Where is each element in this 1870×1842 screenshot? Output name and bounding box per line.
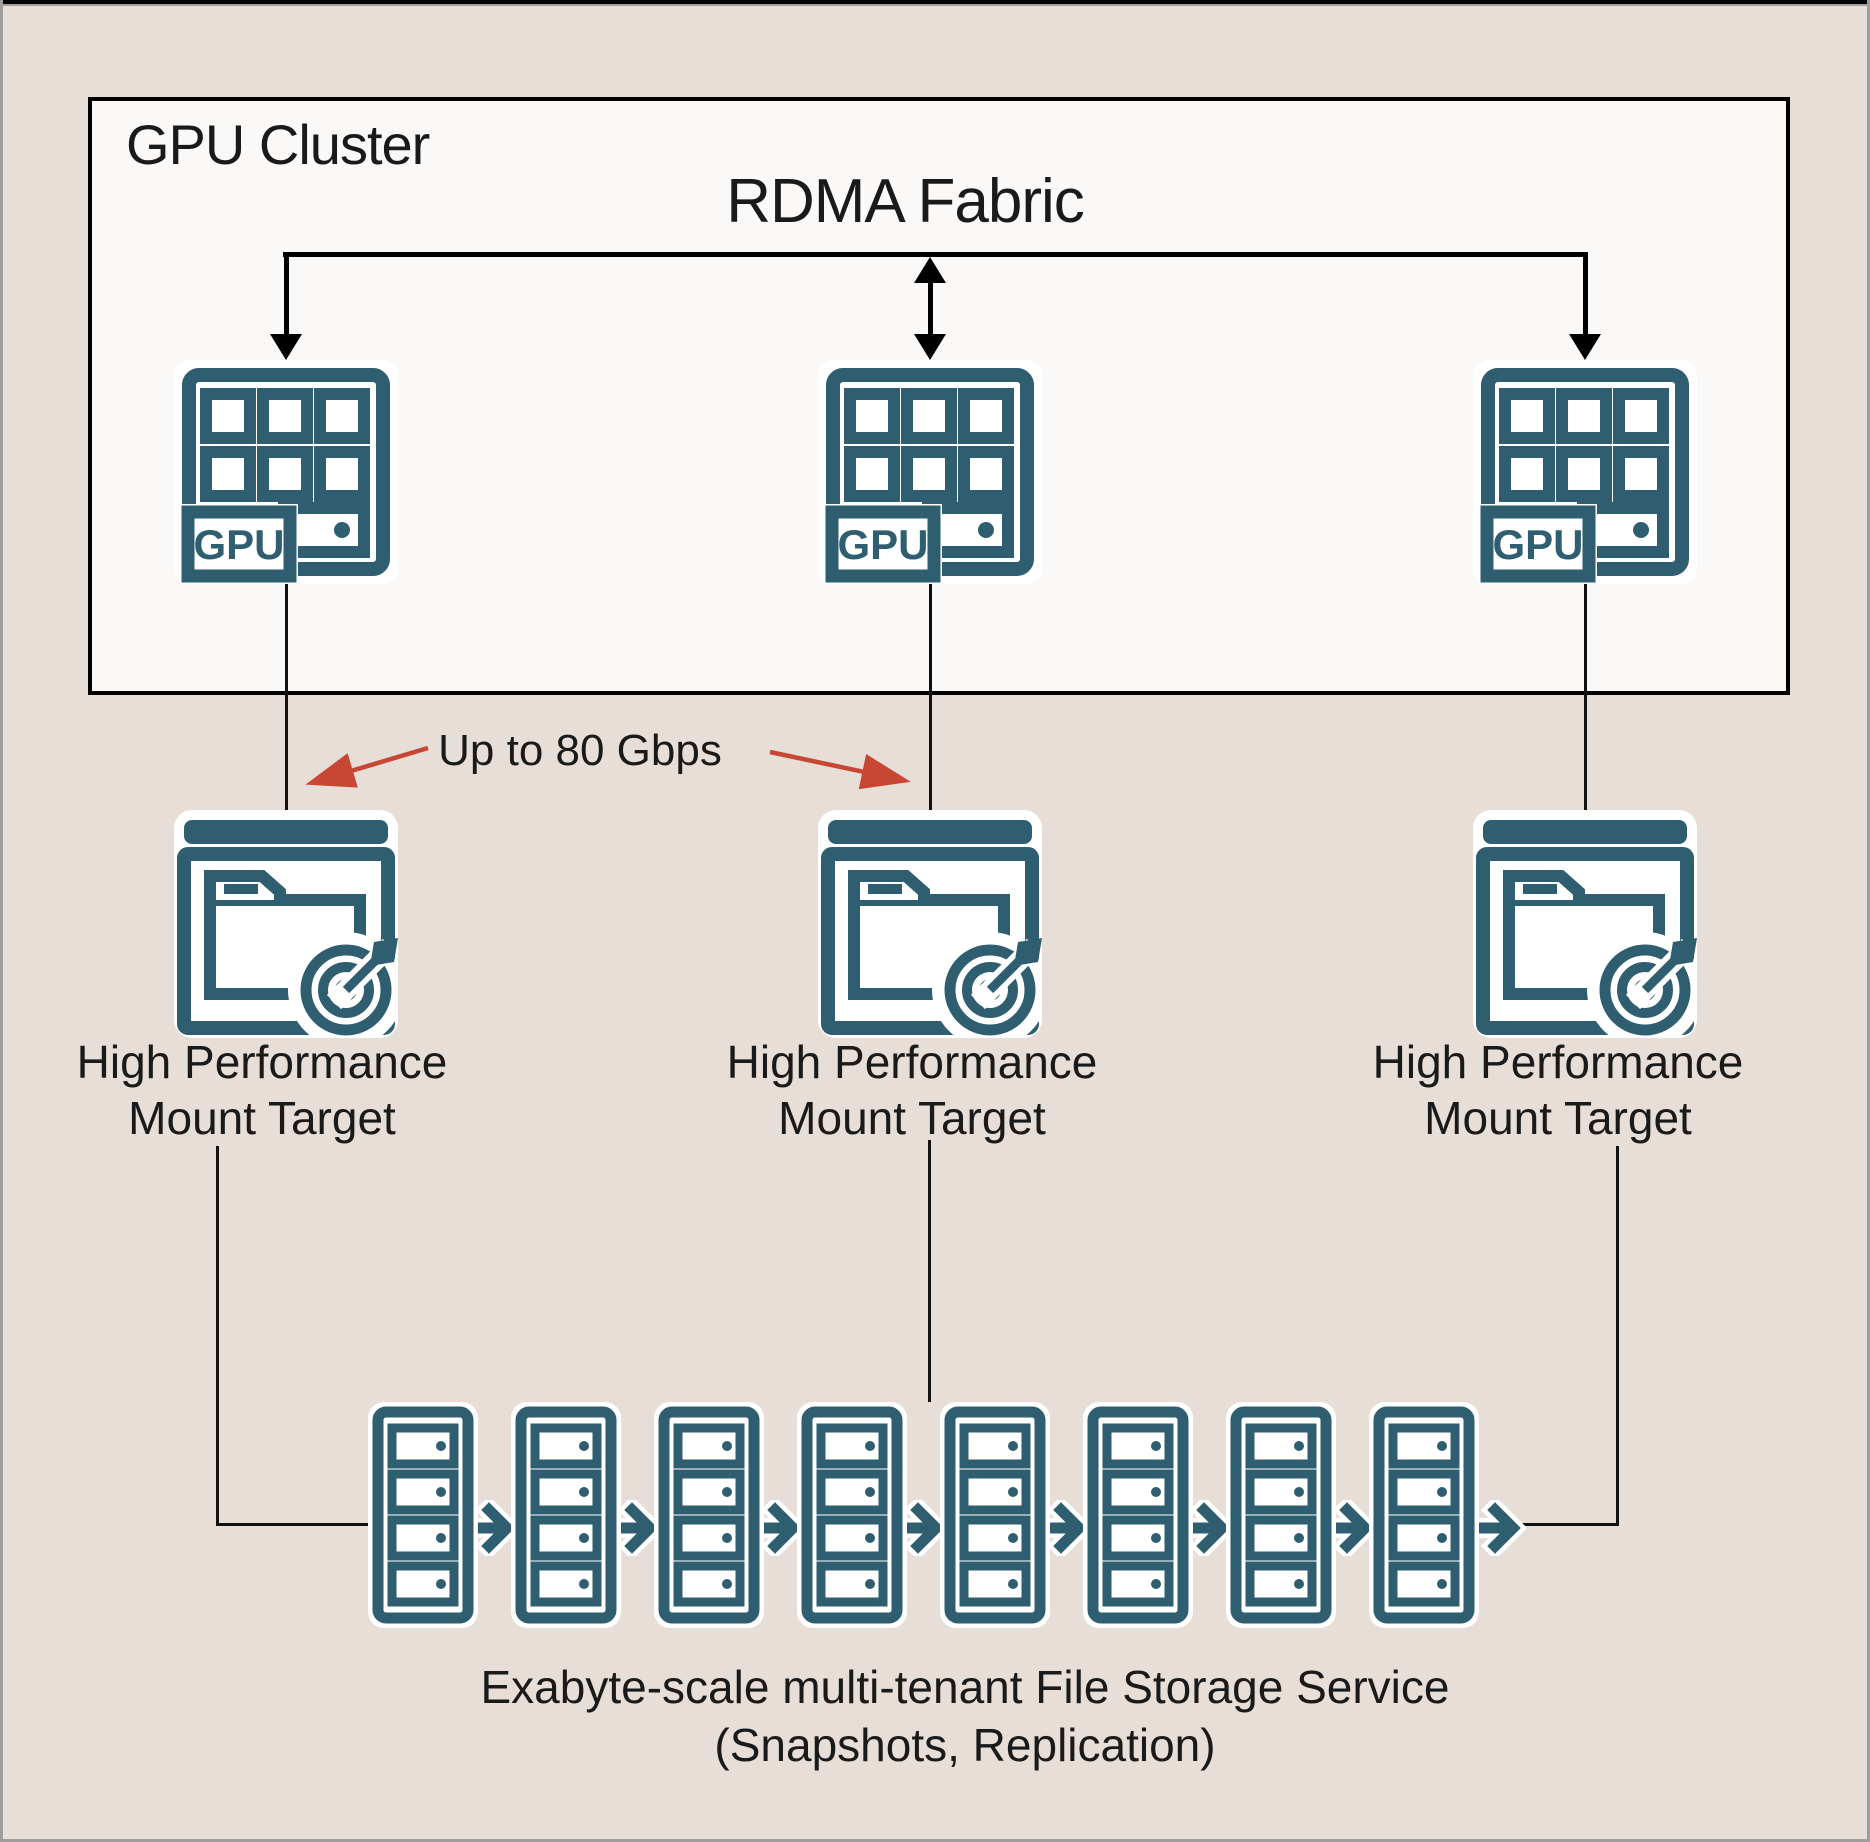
rdma-fabric-label: RDMA Fabric bbox=[726, 167, 1085, 236]
mount-target-icon bbox=[174, 810, 398, 1038]
gpu-to-mount-line-3 bbox=[1584, 584, 1587, 816]
top-edge-black bbox=[0, 0, 1870, 4]
rdma-arrow-shaft-2 bbox=[928, 278, 933, 338]
storage-server-icon bbox=[654, 1402, 764, 1628]
right-edge-gray bbox=[1867, 0, 1870, 1842]
gpu-cluster-title: GPU Cluster bbox=[126, 113, 430, 176]
mount-target-label: High Performance Mount Target bbox=[712, 1034, 1112, 1146]
mount-to-storage-line-3-v bbox=[1616, 1146, 1619, 1526]
gpu-node-icon: GPU bbox=[1471, 358, 1699, 586]
mount-target-icon bbox=[1473, 810, 1697, 1038]
bandwidth-arrow-right-icon bbox=[769, 749, 911, 790]
mount-target-label: High Performance Mount Target bbox=[1358, 1034, 1758, 1146]
gpu-node-icon: GPU bbox=[816, 358, 1044, 586]
gpu-to-mount-line-1 bbox=[285, 584, 288, 814]
mount-target-icon bbox=[818, 810, 1042, 1038]
mount-target-label-line2: Mount Target bbox=[778, 1092, 1046, 1144]
gpu-chip-label: GPU bbox=[837, 521, 928, 568]
target-icon bbox=[932, 932, 1042, 1038]
mount-to-storage-line-3-h bbox=[1506, 1523, 1619, 1526]
replication-arrow-icon bbox=[1474, 1500, 1526, 1556]
bandwidth-arrow-left-icon bbox=[305, 745, 429, 788]
gpu-chip-label: GPU bbox=[193, 521, 284, 568]
target-icon bbox=[288, 932, 398, 1038]
disk-icon bbox=[922, 502, 1014, 558]
mount-target-label-line2: Mount Target bbox=[128, 1092, 396, 1144]
storage-server-icon bbox=[1083, 1402, 1193, 1628]
storage-server-icon bbox=[1369, 1402, 1479, 1628]
left-edge-gray bbox=[0, 0, 3, 1842]
storage-caption-line2: (Snapshots, Replication) bbox=[714, 1719, 1216, 1771]
bandwidth-label: Up to 80 Gbps bbox=[438, 726, 722, 775]
storage-server-icon bbox=[797, 1402, 907, 1628]
mount-target-label: High Performance Mount Target bbox=[62, 1034, 462, 1146]
rdma-arrowhead-down-2 bbox=[914, 334, 946, 360]
storage-caption: Exabyte-scale multi-tenant File Storage … bbox=[365, 1658, 1565, 1774]
mount-to-storage-line-1-h bbox=[216, 1523, 378, 1526]
storage-server-icon bbox=[511, 1402, 621, 1628]
gpu-to-mount-line-2 bbox=[929, 584, 932, 816]
gpu-chip-label: GPU bbox=[1492, 521, 1583, 568]
gpu-node-icon: GPU bbox=[172, 358, 400, 586]
disk-icon bbox=[278, 502, 370, 558]
storage-server-icon bbox=[1226, 1402, 1336, 1628]
storage-server-icon bbox=[940, 1402, 1050, 1628]
target-icon bbox=[1587, 932, 1697, 1038]
storage-caption-line1: Exabyte-scale multi-tenant File Storage … bbox=[480, 1661, 1450, 1713]
rdma-arrow-shaft-3 bbox=[1583, 252, 1588, 338]
storage-server-icon bbox=[368, 1402, 478, 1628]
mount-target-label-line2: Mount Target bbox=[1424, 1092, 1692, 1144]
bottom-edge-gray bbox=[0, 1839, 1870, 1842]
rdma-bus-line bbox=[283, 252, 1588, 257]
disk-icon bbox=[1577, 502, 1669, 558]
mount-target-label-line1: High Performance bbox=[726, 1036, 1098, 1088]
top-edge-gray bbox=[0, 4, 1870, 6]
mount-target-label-line1: High Performance bbox=[1372, 1036, 1744, 1088]
rdma-arrow-shaft-1 bbox=[284, 252, 289, 338]
mount-to-storage-line-1-v bbox=[216, 1146, 219, 1526]
rdma-arrowhead-down-1 bbox=[270, 334, 302, 360]
mount-to-storage-line-2-v bbox=[928, 1140, 931, 1402]
mount-target-label-line1: High Performance bbox=[76, 1036, 448, 1088]
rdma-arrowhead-down-3 bbox=[1569, 334, 1601, 360]
